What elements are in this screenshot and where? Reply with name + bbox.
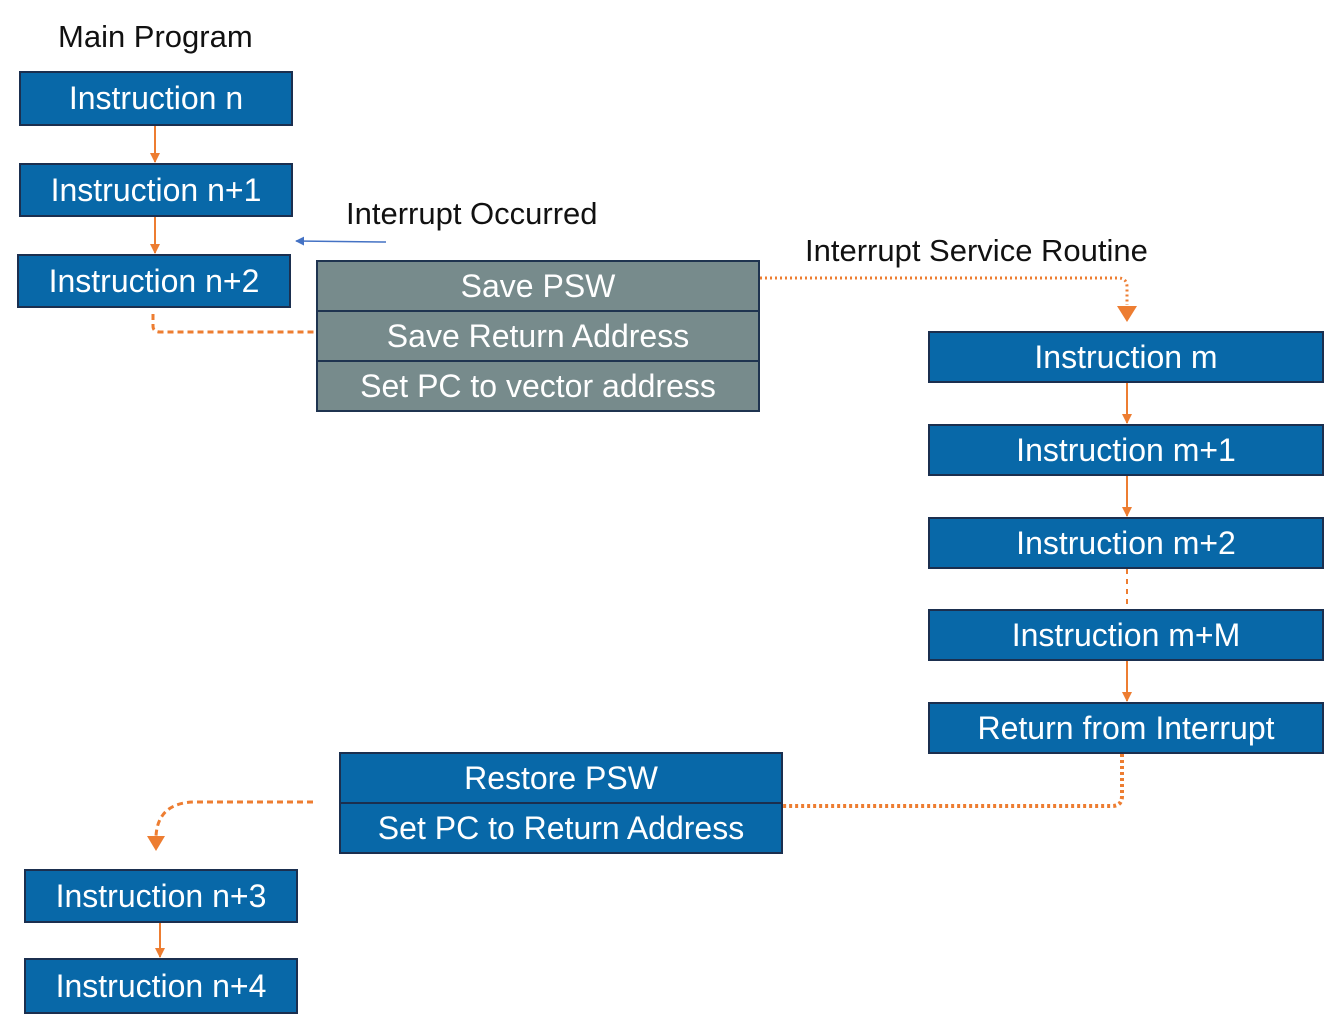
- set-pc-return-address-box: Set PC to Return Address: [339, 802, 783, 854]
- instruction-n-plus-3-box: Instruction n+3: [24, 869, 298, 923]
- instruction-n-plus-4-box: Instruction n+4: [24, 958, 298, 1014]
- instruction-m-plus-1-box: Instruction m+1: [928, 424, 1324, 476]
- arrowhead-main-return: [147, 836, 165, 851]
- connector-restore-to-main: [154, 800, 313, 837]
- instruction-n-box: Instruction n: [19, 71, 293, 126]
- connector-return-to-restore: [783, 754, 1124, 808]
- interrupt-arrow: [295, 236, 387, 246]
- instruction-m-box: Instruction m: [928, 331, 1324, 383]
- instruction-n-plus-1-box: Instruction n+1: [19, 163, 293, 217]
- instruction-n-plus-2-box: Instruction n+2: [17, 254, 291, 308]
- arrowhead-isr-entry: [1117, 306, 1137, 322]
- set-pc-vector-address-box: Set PC to vector address: [316, 360, 760, 412]
- save-return-address-box: Save Return Address: [316, 310, 760, 362]
- connector-save-to-isr: [760, 276, 1129, 305]
- interrupt-occurred-label: Interrupt Occurred: [346, 196, 598, 231]
- instruction-m-plus-big-m-box: Instruction m+M: [928, 609, 1324, 661]
- instruction-m-plus-2-box: Instruction m+2: [928, 517, 1324, 569]
- save-psw-box: Save PSW: [316, 260, 760, 312]
- connector-n-plus-2-to-save: [151, 314, 316, 334]
- isr-label: Interrupt Service Routine: [805, 233, 1148, 268]
- main-program-label: Main Program: [58, 19, 253, 54]
- return-from-interrupt-box: Return from Interrupt: [928, 702, 1324, 754]
